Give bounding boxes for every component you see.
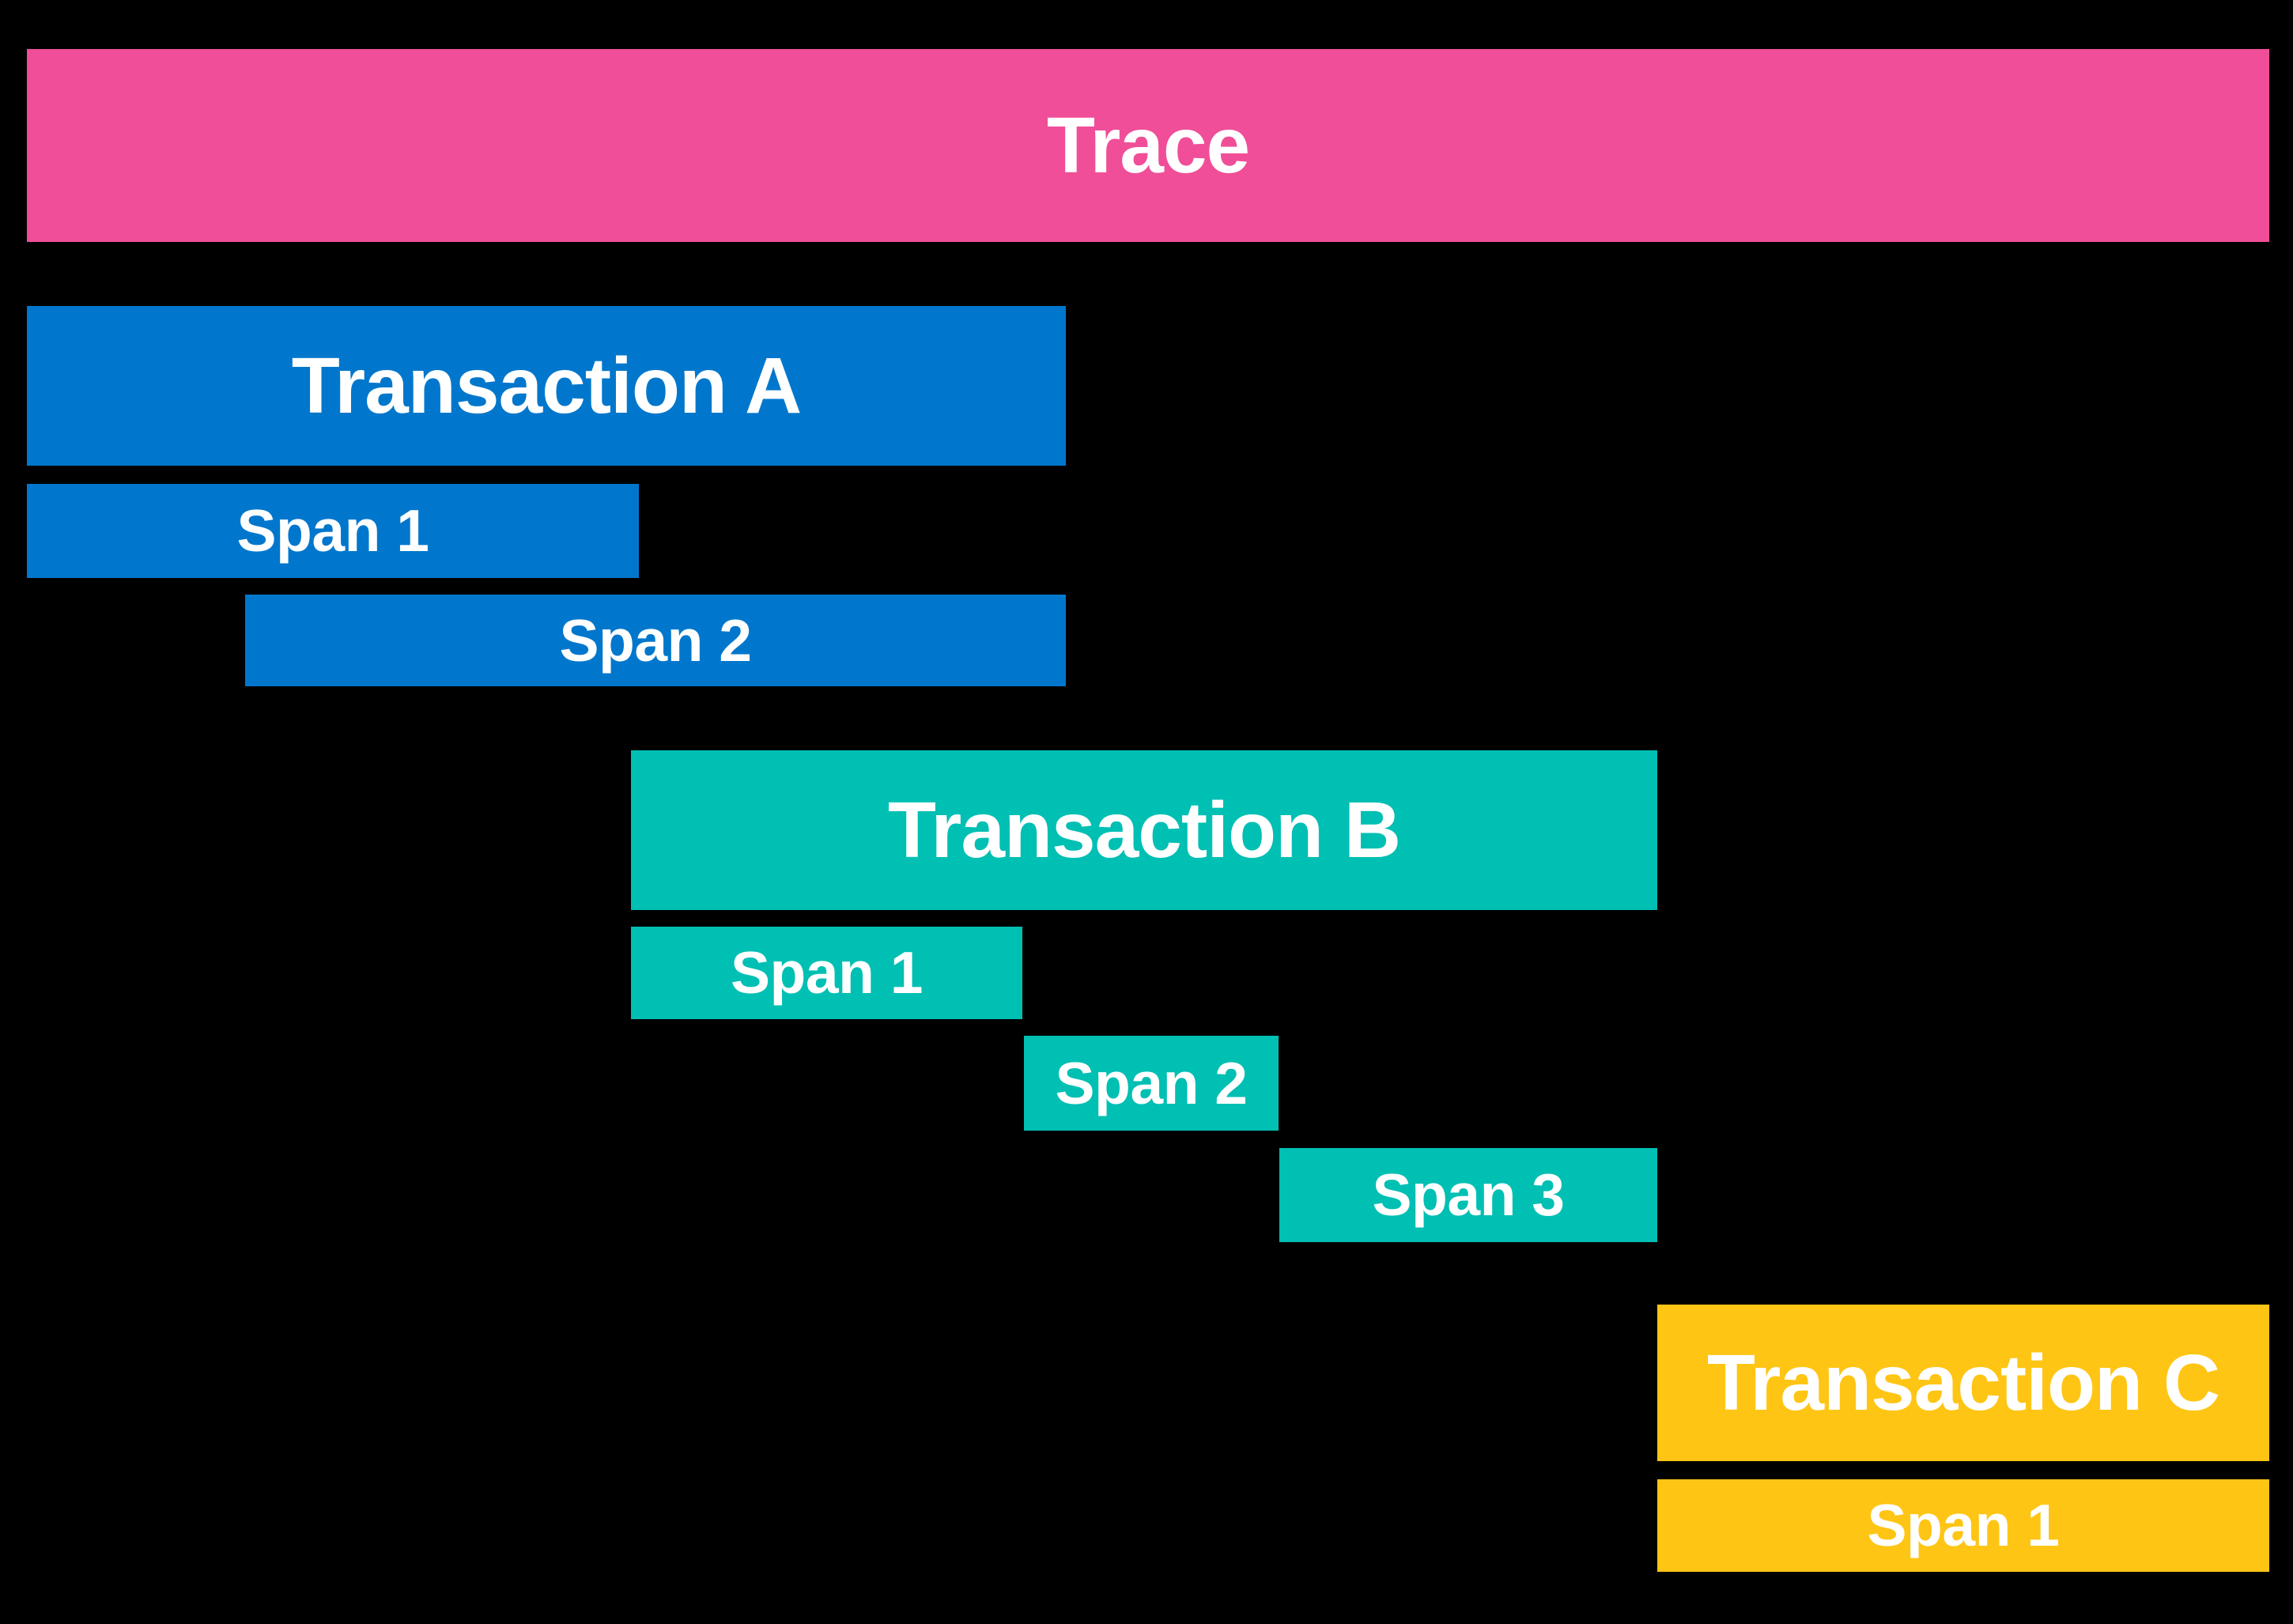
transaction-b-span-1-bar: Span 1 [631, 927, 1022, 1019]
transaction-b-span-3-label: Span 3 [1372, 1161, 1565, 1228]
transaction-b-span-2-bar: Span 2 [1024, 1036, 1279, 1131]
transaction-a-span-1-bar: Span 1 [27, 484, 639, 578]
transaction-a-label: Transaction A [291, 342, 803, 430]
transaction-c-label: Transaction C [1706, 1339, 2220, 1427]
transaction-b-bar: Transaction B [631, 750, 1657, 910]
transaction-a-span-2-bar: Span 2 [245, 595, 1066, 686]
transaction-b-span-2-label: Span 2 [1055, 1049, 1248, 1116]
transaction-a-span-1-label: Span 1 [236, 497, 429, 564]
transaction-c-span-1-bar: Span 1 [1657, 1479, 2269, 1572]
trace-bar: Trace [27, 49, 2269, 242]
transaction-b-label: Transaction B [887, 786, 1401, 874]
transaction-c-bar: Transaction C [1657, 1305, 2269, 1461]
transaction-a-bar: Transaction A [27, 306, 1066, 466]
trace-label: Trace [1046, 101, 1250, 190]
transaction-b-span-1-label: Span 1 [731, 939, 923, 1006]
transaction-a-span-2-label: Span 2 [559, 606, 752, 674]
transaction-c-span-1-label: Span 1 [1867, 1492, 2060, 1558]
transaction-b-span-3-bar: Span 3 [1279, 1148, 1657, 1242]
